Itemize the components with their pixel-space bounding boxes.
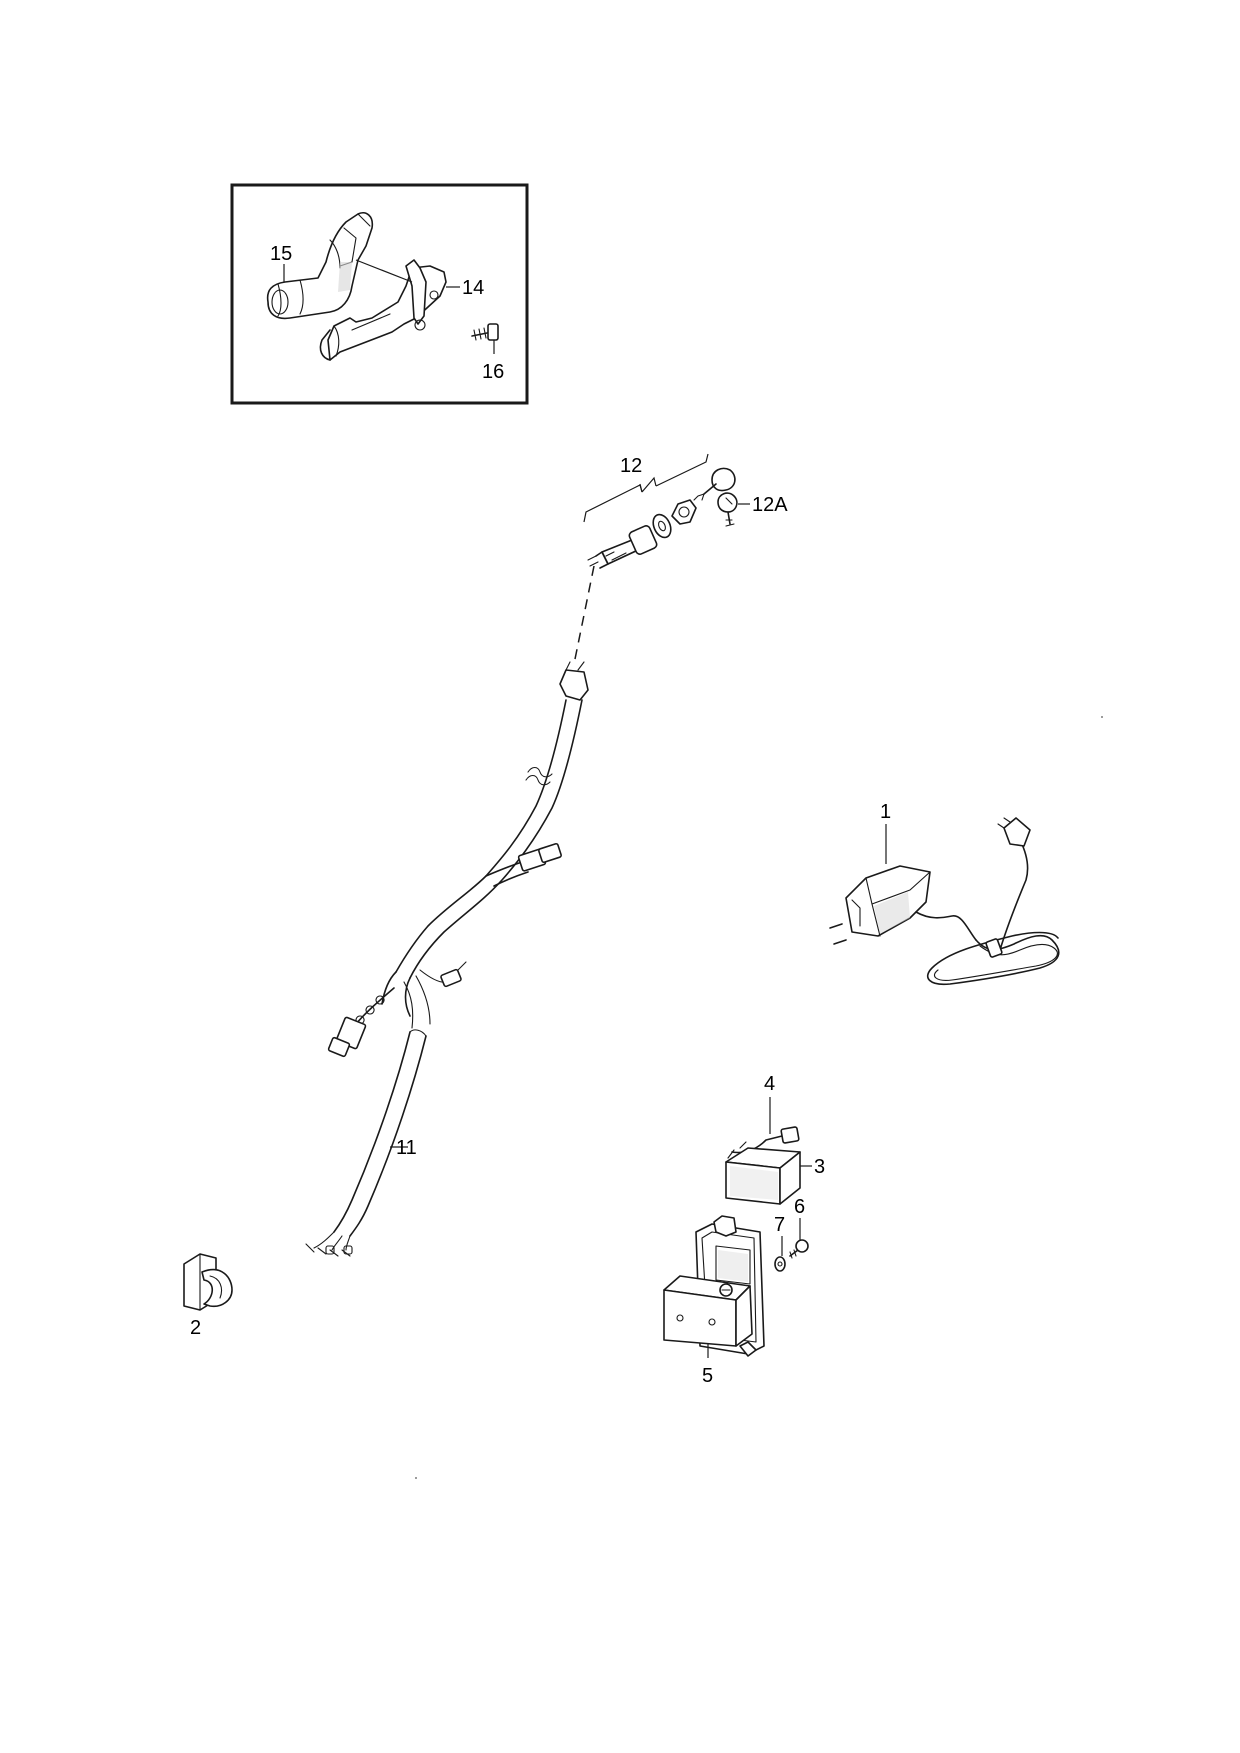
callout-16: 16 — [482, 361, 504, 383]
clip: 2 — [183, 1253, 233, 1339]
scan-speck — [415, 1477, 417, 1479]
callout-14: 14 — [462, 277, 484, 299]
callout-11: 11 — [396, 1137, 417, 1159]
harness-top-connector — [559, 661, 589, 701]
callout-2: 2 — [190, 1317, 201, 1339]
harness-small-connector — [440, 961, 467, 988]
screw — [471, 323, 499, 341]
charger-connector — [997, 817, 1031, 847]
harness-side-connector — [517, 842, 562, 872]
scan-speck — [1101, 716, 1103, 718]
clamp-lower-half — [319, 259, 447, 361]
washer — [652, 513, 672, 539]
connection-dashed-line — [573, 565, 595, 665]
callout-7: 7 — [774, 1214, 785, 1236]
inset-detail: 15 14 16 — [230, 183, 529, 405]
callout-12a: 12A — [752, 494, 788, 516]
wiring-harness: 11 — [305, 661, 589, 1257]
keys — [693, 467, 738, 527]
wire-lead: 4 — [727, 1073, 800, 1159]
switch-barrel — [587, 525, 658, 569]
callout-15: 15 — [270, 243, 292, 265]
small-washer: 7 — [774, 1214, 786, 1272]
harness-left-connector — [327, 1016, 367, 1058]
callout-12: 12 — [620, 455, 642, 477]
charger: 1 — [829, 801, 1060, 986]
callout-4: 4 — [764, 1073, 775, 1095]
small-screw: 6 — [789, 1196, 809, 1259]
inset-frame — [230, 183, 529, 405]
clamp-upper-half — [266, 212, 374, 320]
callout-1: 1 — [880, 801, 891, 823]
callout-6: 6 — [794, 1196, 805, 1218]
battery-holder: 5 — [663, 1215, 765, 1387]
callout-5: 5 — [702, 1365, 713, 1387]
battery: 3 — [725, 1147, 825, 1205]
hex-nut — [671, 499, 697, 525]
key-switch-assembly: 12 12A — [583, 453, 788, 569]
callout-3: 3 — [814, 1156, 825, 1178]
